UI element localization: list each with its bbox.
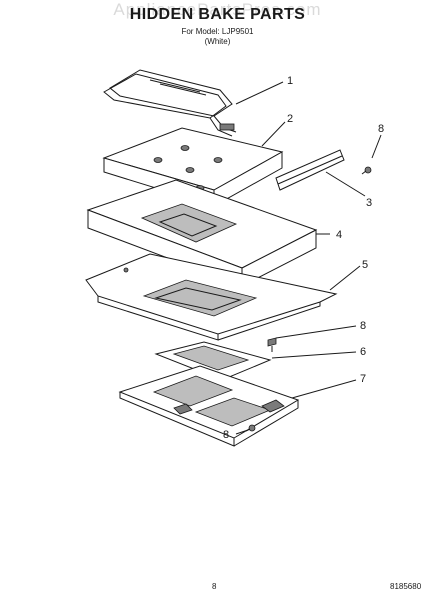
screw-part-top[interactable] [361, 166, 372, 175]
oven-bottom-part[interactable] [85, 253, 338, 341]
callout-8-middle: 8 [360, 320, 366, 332]
callout-4: 4 [336, 229, 342, 241]
callout-5: 5 [362, 259, 368, 271]
element-cover-part[interactable] [102, 127, 284, 207]
screw-part-bottom[interactable] [245, 424, 256, 432]
color-subtitle: (White) [204, 37, 231, 46]
callout-8-bottom: 8 [223, 429, 229, 441]
doc-number: 8185680 [390, 582, 422, 591]
leader-lines [235, 81, 382, 435]
callout-7: 7 [360, 373, 366, 385]
screw-part-middle[interactable] [267, 337, 277, 352]
bottom-panel-part[interactable] [118, 365, 300, 447]
callout-2: 2 [287, 113, 293, 125]
callout-3: 3 [366, 197, 372, 209]
watermark: AppliancePartsPros.com [113, 0, 322, 19]
page-number: 8 [212, 582, 217, 591]
bracket-part[interactable] [275, 149, 345, 191]
page-title: HIDDEN BAKE PARTS [129, 6, 306, 23]
callout-8-top: 8 [378, 123, 384, 135]
bake-element-part[interactable] [103, 69, 237, 137]
shield-part[interactable] [154, 341, 272, 381]
callout-6: 6 [360, 346, 366, 358]
model-subtitle: For Model: LJP9501 [181, 27, 254, 36]
callout-1: 1 [287, 75, 293, 87]
